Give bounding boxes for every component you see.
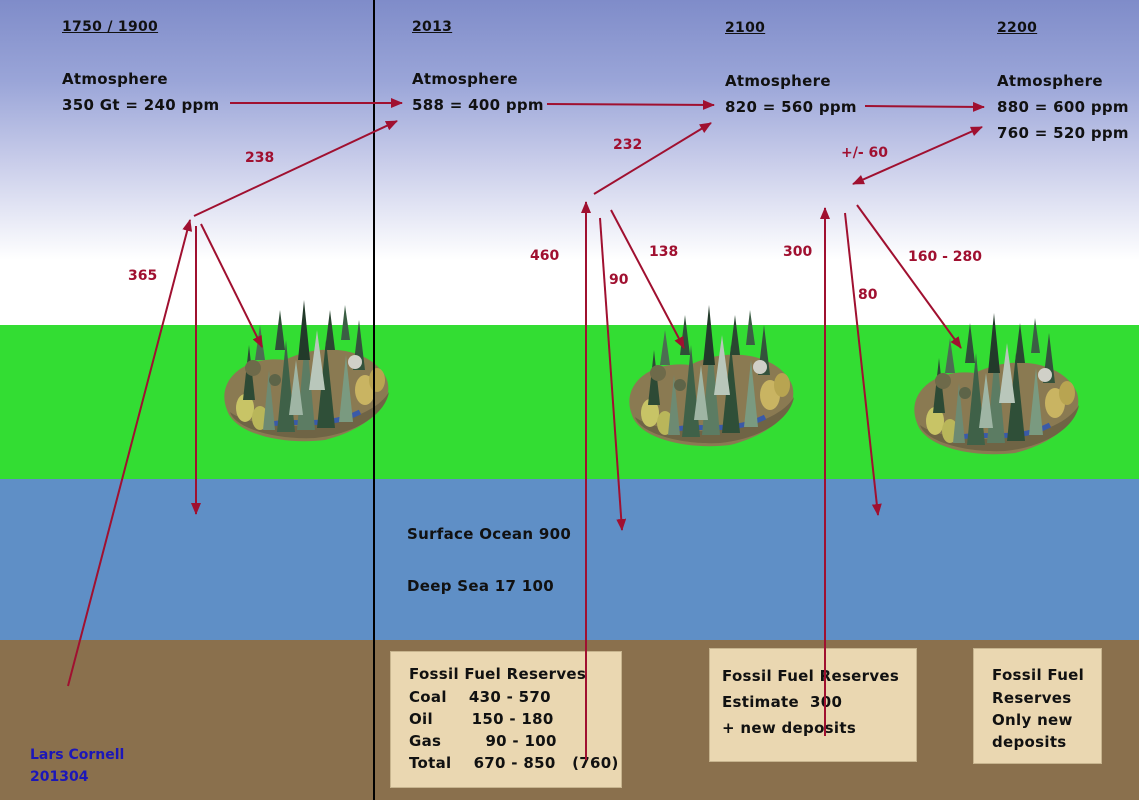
arrow [599,217,627,531]
reserves-title: Fossil Fuel Reserves [409,665,587,683]
flux-label: 300 [783,244,813,260]
deep-sea-label: Deep Sea 17 100 [407,577,554,595]
reserves-row: Coal 430 - 570 [409,688,551,706]
arrow [864,101,985,112]
atmosphere-value: 820 = 560 ppm [725,98,857,116]
year-label: 2013 [412,19,453,35]
flux-label: 80 [858,287,878,303]
reserves-line: deposits [992,733,1067,751]
reserves-row: Total 670 - 850 (760) [409,754,619,772]
atmosphere-value: 350 Gt = 240 ppm [62,96,220,114]
flux-label: 460 [530,248,560,264]
flux-label: 90 [609,272,629,288]
reserves-box-2200: Fossil Fuel Reserves Only new deposits [973,648,1102,764]
flux-label: 232 [613,137,643,153]
atmosphere-value: 588 = 400 ppm [412,96,544,114]
flux-label: 365 [128,268,158,284]
era-divider [373,0,375,800]
reserves-title: Fossil Fuel Reserves [722,667,900,685]
reserves-line: Fossil Fuel [992,666,1085,684]
arrow [852,126,983,185]
arrow [200,223,263,348]
atmosphere-value: 880 = 600 ppm [997,98,1129,116]
flux-label: 160 - 280 [908,249,983,265]
surface-ocean-label: Surface Ocean 900 [407,525,572,543]
author-date: 201304 [30,769,89,785]
arrow [610,209,685,349]
year-label: 2200 [997,20,1038,36]
flux-label: 238 [245,150,275,166]
atmosphere-label: Atmosphere [412,70,518,88]
reserves-row: Gas 90 - 100 [409,732,557,750]
reserves-box-2013: Fossil Fuel Reserves Coal 430 - 570 Oil … [390,651,622,788]
arrow [546,99,715,110]
author-name: Lars Cornell [30,747,125,763]
reserves-line: Reserves [992,689,1072,707]
reserves-row: Oil 150 - 180 [409,710,554,728]
arrow [193,120,398,217]
ocean-band [0,479,1139,640]
reserves-new-deposits: + new deposits [722,719,857,737]
year-label: 1750 / 1900 [62,19,159,35]
flux-label: 138 [649,244,679,260]
year-label: 2100 [725,20,766,36]
atmosphere-label: Atmosphere [725,72,831,90]
atmosphere-label: Atmosphere [997,72,1103,90]
reserves-box-2100: Fossil Fuel Reserves Estimate 300 + new … [709,648,917,762]
arrow [856,204,962,349]
arrow [67,219,193,687]
atmosphere-value-alt: 760 = 520 ppm [997,124,1129,142]
reserves-line: Only new [992,711,1073,729]
atmosphere-label: Atmosphere [62,70,168,88]
arrow [844,212,882,516]
arrow [593,122,712,195]
